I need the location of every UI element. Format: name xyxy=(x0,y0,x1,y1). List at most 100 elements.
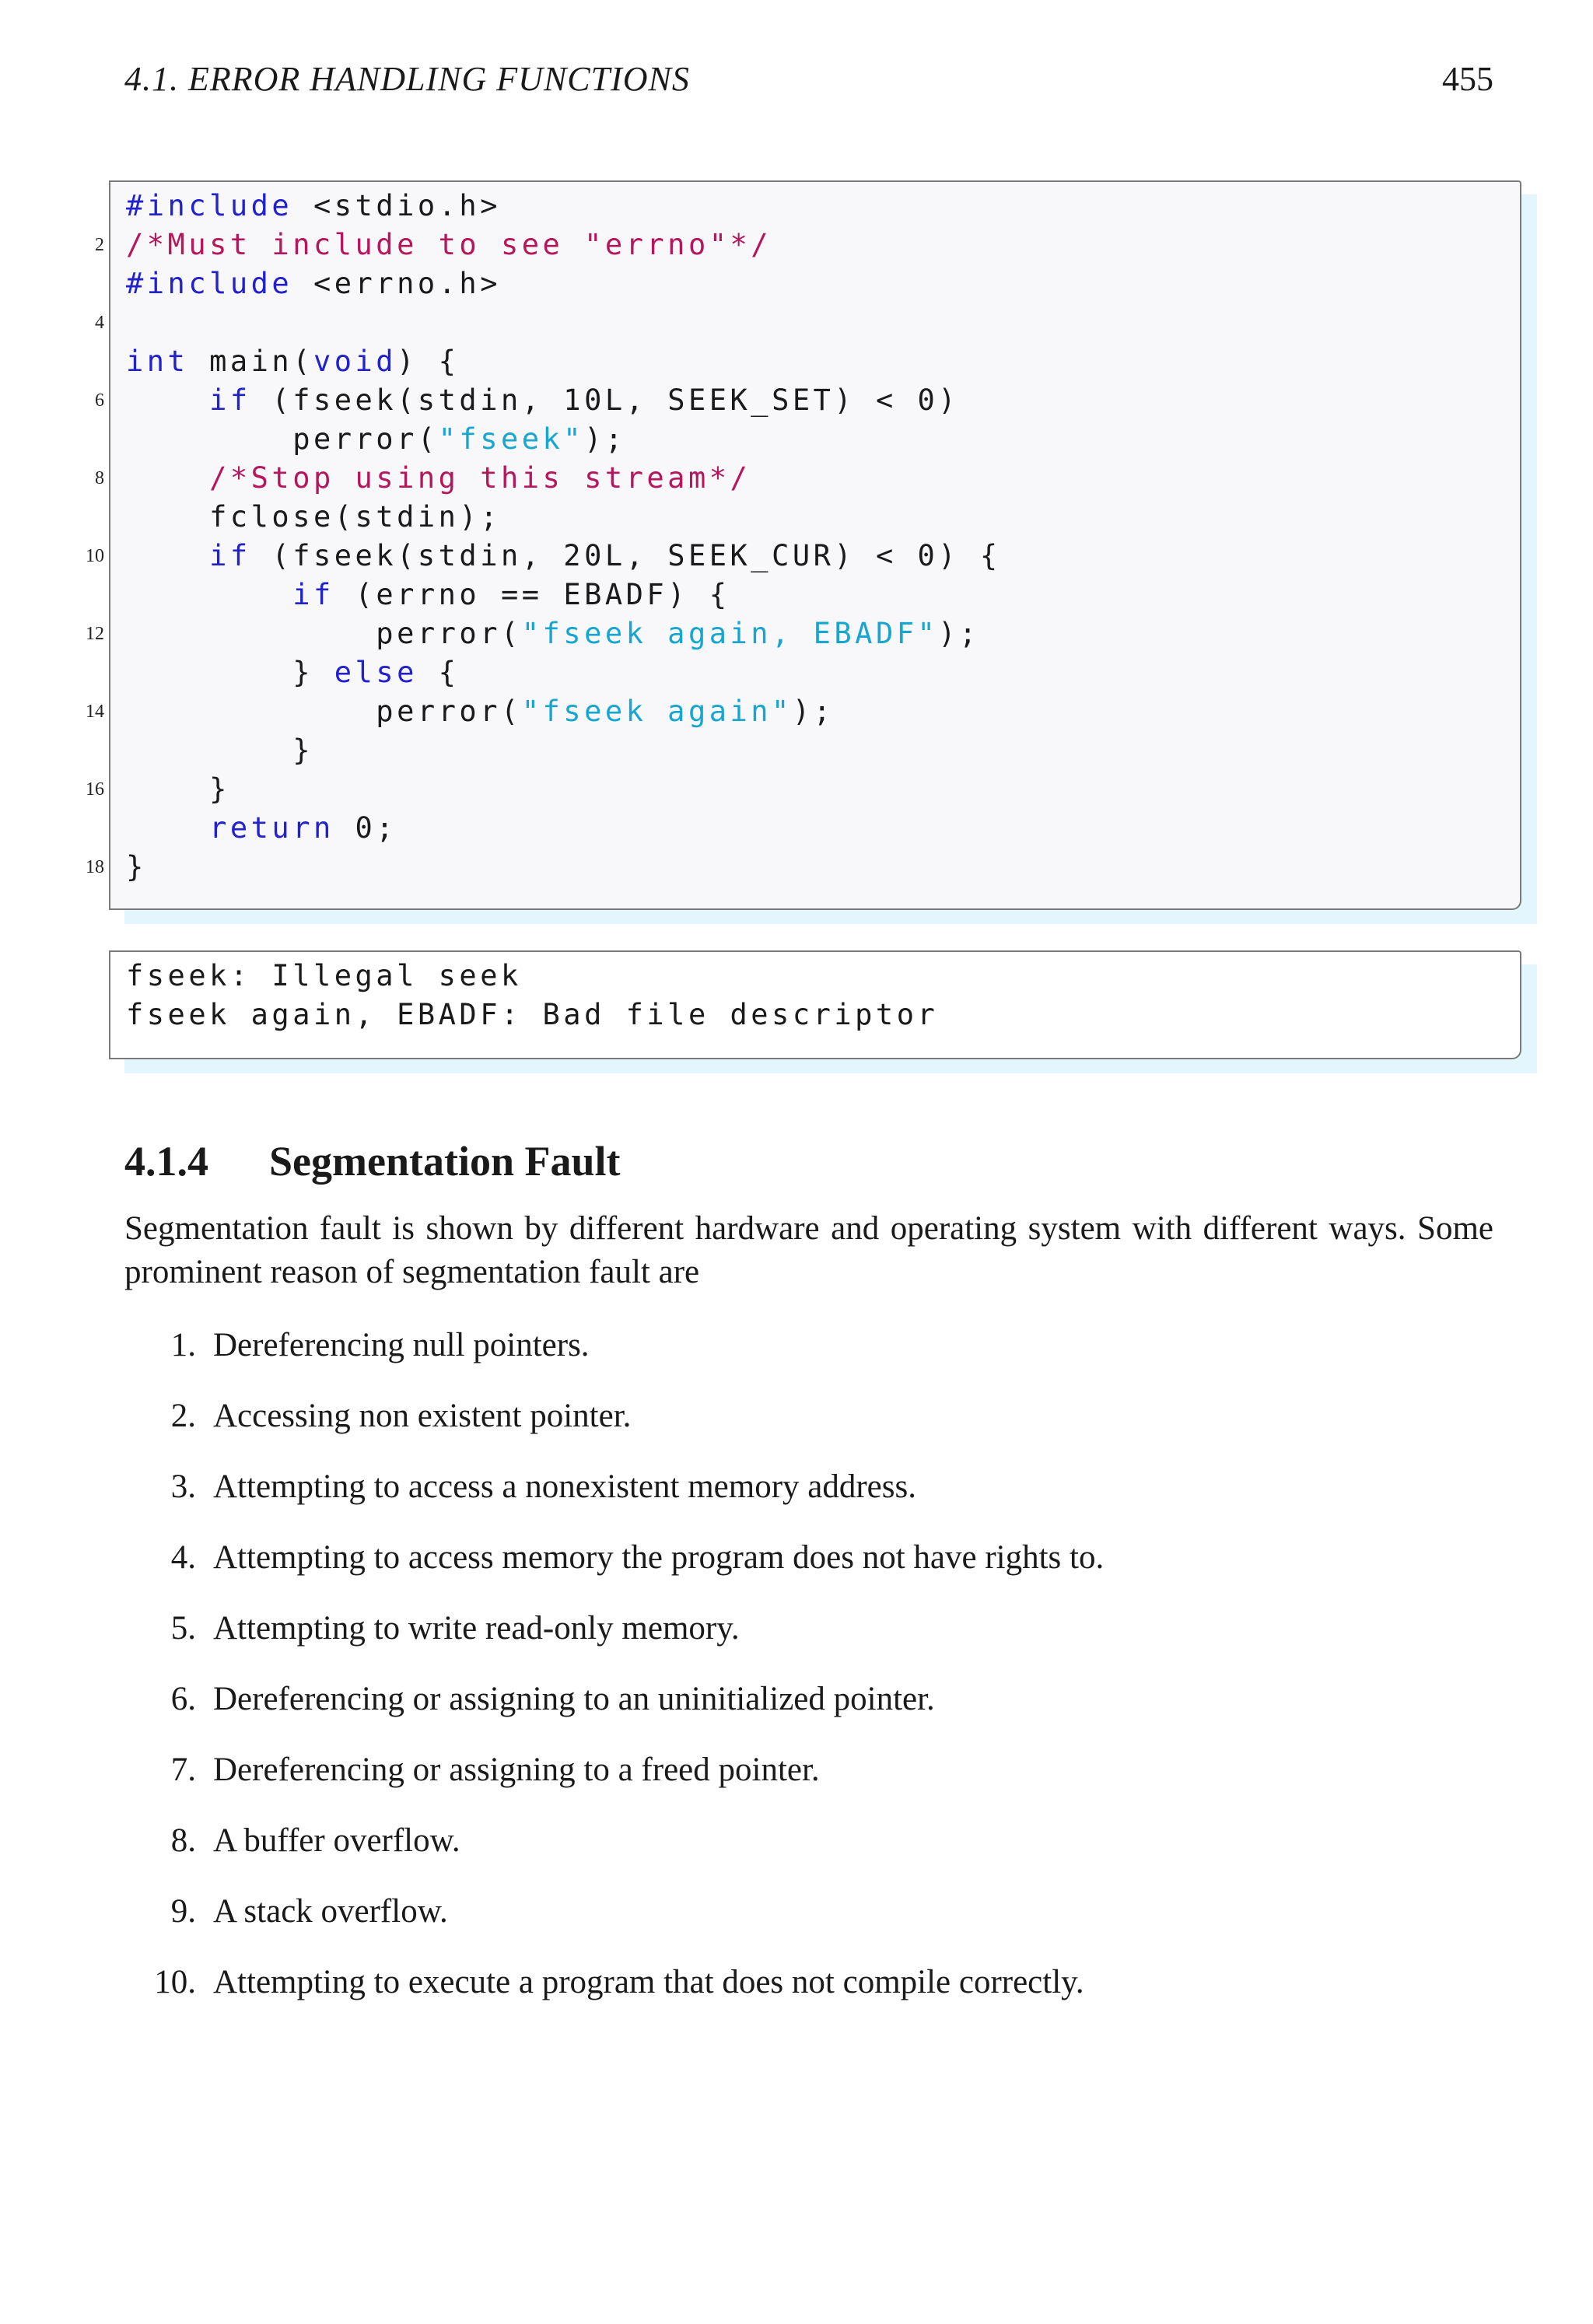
code-token: if xyxy=(209,383,251,417)
code-line: 16 } xyxy=(86,770,1001,809)
code-token: } xyxy=(126,656,334,689)
list-item-number: 10. xyxy=(154,1964,196,2000)
code-token: ); xyxy=(584,422,626,456)
output-listing: fseek: Illegal seek fseek again, EBADF: B… xyxy=(109,950,1537,1073)
code-token: if xyxy=(292,578,334,611)
code-line: 6 if (fseek(stdin, 10L, SEEK_SET) < 0) xyxy=(95,381,1001,420)
code-line: return 0; xyxy=(126,809,1001,848)
code-token: } xyxy=(126,850,147,884)
list-item: 2. Accessing non existent pointer. xyxy=(124,1395,1493,1465)
code-token: perror( xyxy=(126,695,522,728)
code-token: (fseek(stdin, 20L, SEEK_CUR) < 0) { xyxy=(250,539,1001,572)
list-item-text: Attempting to access a nonexistent memor… xyxy=(213,1468,916,1505)
list-item: 3. Attempting to access a nonexistent mem… xyxy=(124,1465,1493,1536)
code-line: 8 /*Stop using this stream*/ xyxy=(95,459,1001,498)
line-number: 12 xyxy=(86,624,104,644)
output-lines: fseek: Illegal seek fseek again, EBADF: B… xyxy=(126,957,938,1034)
code-token: if xyxy=(209,539,251,572)
code-token: "fseek" xyxy=(438,422,585,456)
code-token: perror( xyxy=(126,422,439,456)
code-token: "fseek again" xyxy=(521,695,793,728)
code-line: fclose(stdin); xyxy=(126,498,1001,537)
list-item-number: 3. xyxy=(170,1468,196,1505)
list-item-number: 2. xyxy=(170,1398,196,1434)
code-token: 0; xyxy=(334,811,397,845)
list-item-text: A stack overflow. xyxy=(213,1893,448,1930)
code-token: ) { xyxy=(397,345,460,378)
output-line: fseek: Illegal seek xyxy=(126,959,522,992)
list-item-text: Dereferencing or assigning to an uniniti… xyxy=(213,1681,935,1717)
list-item: 10.Attempting to execute a program that … xyxy=(124,1961,1493,2032)
code-line: 12 perror("fseek again, EBADF"); xyxy=(86,614,1001,653)
list-item: 5. Attempting to write read-only memory. xyxy=(124,1607,1493,1678)
code-token: perror( xyxy=(126,617,522,650)
code-line: int main(void) { xyxy=(126,342,1001,381)
line-number: 14 xyxy=(86,702,104,722)
code-line: } xyxy=(126,731,1001,770)
list-item: 9. A stack overflow. xyxy=(124,1890,1493,1961)
list-item-number: 7. xyxy=(170,1752,196,1788)
code-line: } else { xyxy=(126,653,1001,692)
code-token: int xyxy=(126,345,189,378)
line-number: 16 xyxy=(86,779,104,800)
code-token: <stdio.h> xyxy=(292,189,501,222)
list-item-number: 9. xyxy=(170,1893,196,1930)
code-token: else xyxy=(334,656,418,689)
code-line: perror("fseek"); xyxy=(126,420,1001,459)
code-token: (fseek(stdin, 10L, SEEK_SET) < 0) xyxy=(250,383,960,417)
code-token: } xyxy=(126,733,313,767)
running-title: 4.1. ERROR HANDLING FUNCTIONS xyxy=(124,60,690,98)
list-item-text: Attempting to write read-only memory. xyxy=(213,1610,740,1647)
code-token xyxy=(126,578,292,611)
code-line: 2/*Must include to see "errno"*/ xyxy=(95,226,1001,264)
code-token: void xyxy=(313,345,397,378)
code-token: ); xyxy=(792,695,835,728)
list-item-text: Dereferencing or assigning to a freed po… xyxy=(213,1752,820,1788)
list-item: 8. A buffer overflow. xyxy=(124,1819,1493,1890)
list-item: 6. Dereferencing or assigning to an unini… xyxy=(124,1678,1493,1748)
section-number: 4.1.4 xyxy=(124,1138,208,1185)
code-token: /*Must include to see "errno"*/ xyxy=(126,228,772,261)
code-token: (errno == EBADF) { xyxy=(334,578,730,611)
list-item-number: 4. xyxy=(170,1539,196,1576)
page-number: 455 xyxy=(1442,60,1493,98)
code-token: return xyxy=(209,811,334,845)
code-token: <errno.h> xyxy=(292,267,501,300)
output-line: fseek again, EBADF: Bad file descriptor xyxy=(126,998,939,1031)
code-line: 14 perror("fseek again"); xyxy=(86,692,1001,731)
code-listing: #include <stdio.h>2/*Must include to see… xyxy=(86,180,1537,924)
list-item-text: A buffer overflow. xyxy=(213,1822,460,1859)
code-line: if (errno == EBADF) { xyxy=(126,576,1001,614)
list-item-number: 5. xyxy=(170,1610,196,1647)
code-token: { xyxy=(417,656,460,689)
code-token: fclose(stdin); xyxy=(126,500,501,534)
line-number: 6 xyxy=(95,390,104,411)
code-line: 10 if (fseek(stdin, 20L, SEEK_CUR) < 0) … xyxy=(86,537,1001,576)
code-token: /*Stop using this stream*/ xyxy=(209,461,751,495)
list-item-text: Accessing non existent pointer. xyxy=(213,1398,632,1434)
code-line: #include <stdio.h> xyxy=(126,187,1001,226)
code-line: #include <errno.h> xyxy=(126,264,1001,303)
code-token: "fseek again, EBADF" xyxy=(521,617,939,650)
line-number: 8 xyxy=(95,468,104,488)
list-item-text: Attempting to access memory the program … xyxy=(213,1539,1105,1576)
output-listing-frame: fseek: Illegal seek fseek again, EBADF: B… xyxy=(109,950,1521,1059)
list-item-text: Dereferencing null pointers. xyxy=(213,1327,590,1363)
code-token xyxy=(126,383,209,417)
page-header: 4.1. ERROR HANDLING FUNCTIONS 455 xyxy=(124,59,1493,99)
cause-list: 1.Dereferencing null pointers.2. Accessin… xyxy=(124,1324,1493,2032)
list-item: 1.Dereferencing null pointers. xyxy=(124,1324,1493,1395)
code-token: main( xyxy=(188,345,313,378)
code-lines: #include <stdio.h>2/*Must include to see… xyxy=(86,187,1001,887)
list-item-number: 6. xyxy=(170,1681,196,1717)
section-intro-paragraph: Segmentation fault is shown by different… xyxy=(124,1210,1493,1290)
list-item-number: 8. xyxy=(170,1822,196,1859)
code-line: 4 xyxy=(95,303,1001,342)
code-token xyxy=(126,539,209,572)
code-token: #include xyxy=(126,267,293,300)
line-number: 10 xyxy=(86,546,104,566)
code-token: } xyxy=(126,772,230,806)
code-token xyxy=(126,461,209,495)
list-item: 7. Dereferencing or assigning to a freed … xyxy=(124,1748,1493,1819)
code-line: 18} xyxy=(86,848,1001,887)
